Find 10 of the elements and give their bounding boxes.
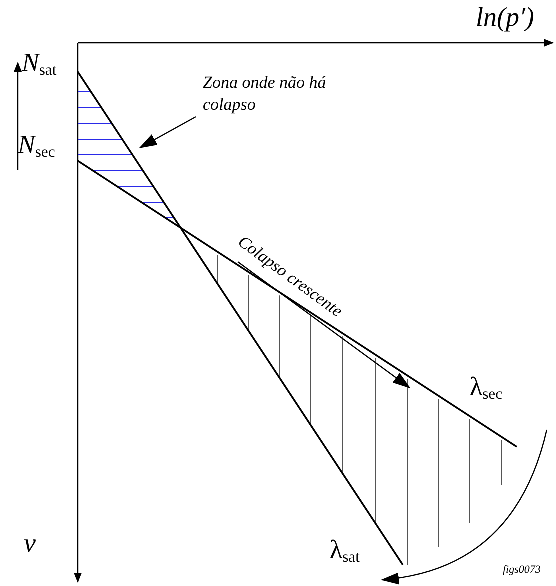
slope-label: λ$_{sec}$ <box>470 372 503 404</box>
figure-code: figs0073 <box>503 564 541 576</box>
annotation-text: Zona onde não há colapso <box>203 72 353 116</box>
axis-value-label: N$_{sec}$ <box>18 130 56 162</box>
axis-label: v <box>24 528 36 559</box>
axis-label: ln(p′) <box>476 2 534 33</box>
slope-label: λ$_{sat}$ <box>330 535 360 567</box>
leader-line <box>139 116 196 149</box>
hatched-zone <box>78 92 175 218</box>
axis-value-label: N$_{sat}$ <box>22 48 57 80</box>
